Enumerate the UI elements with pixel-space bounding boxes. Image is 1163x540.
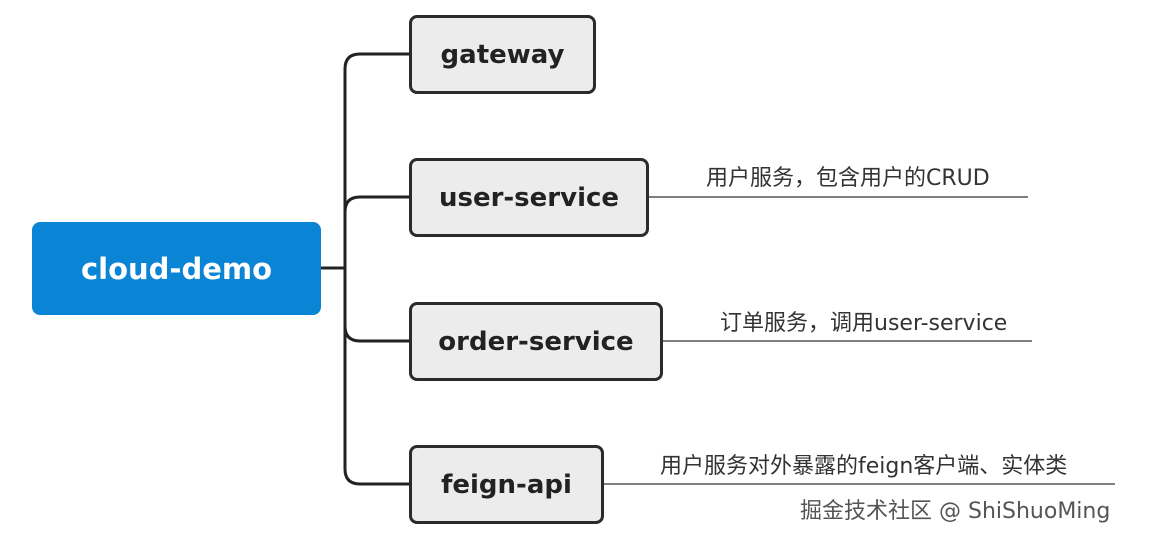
watermark: 掘金技术社区 @ ShiShuoMing — [800, 499, 1111, 524]
node-order-service: order-service — [409, 302, 663, 381]
root-node-label: cloud-demo — [80, 251, 273, 286]
annotation-feign-api: 用户服务对外暴露的feign客户端、实体类 — [660, 454, 1068, 479]
node-order-service-label: order-service — [438, 326, 634, 357]
node-feign-api-label: feign-api — [441, 469, 572, 500]
node-feign-api: feign-api — [409, 445, 604, 524]
root-node-cloud-demo: cloud-demo — [32, 222, 321, 315]
annotation-user-service: 用户服务，包含用户的CRUD — [706, 166, 990, 191]
node-gateway-label: gateway — [440, 39, 565, 70]
node-user-service: user-service — [409, 158, 649, 237]
node-user-service-label: user-service — [438, 182, 620, 213]
node-gateway: gateway — [409, 15, 596, 94]
annotation-order-service: 订单服务，调用user-service — [720, 311, 1008, 336]
